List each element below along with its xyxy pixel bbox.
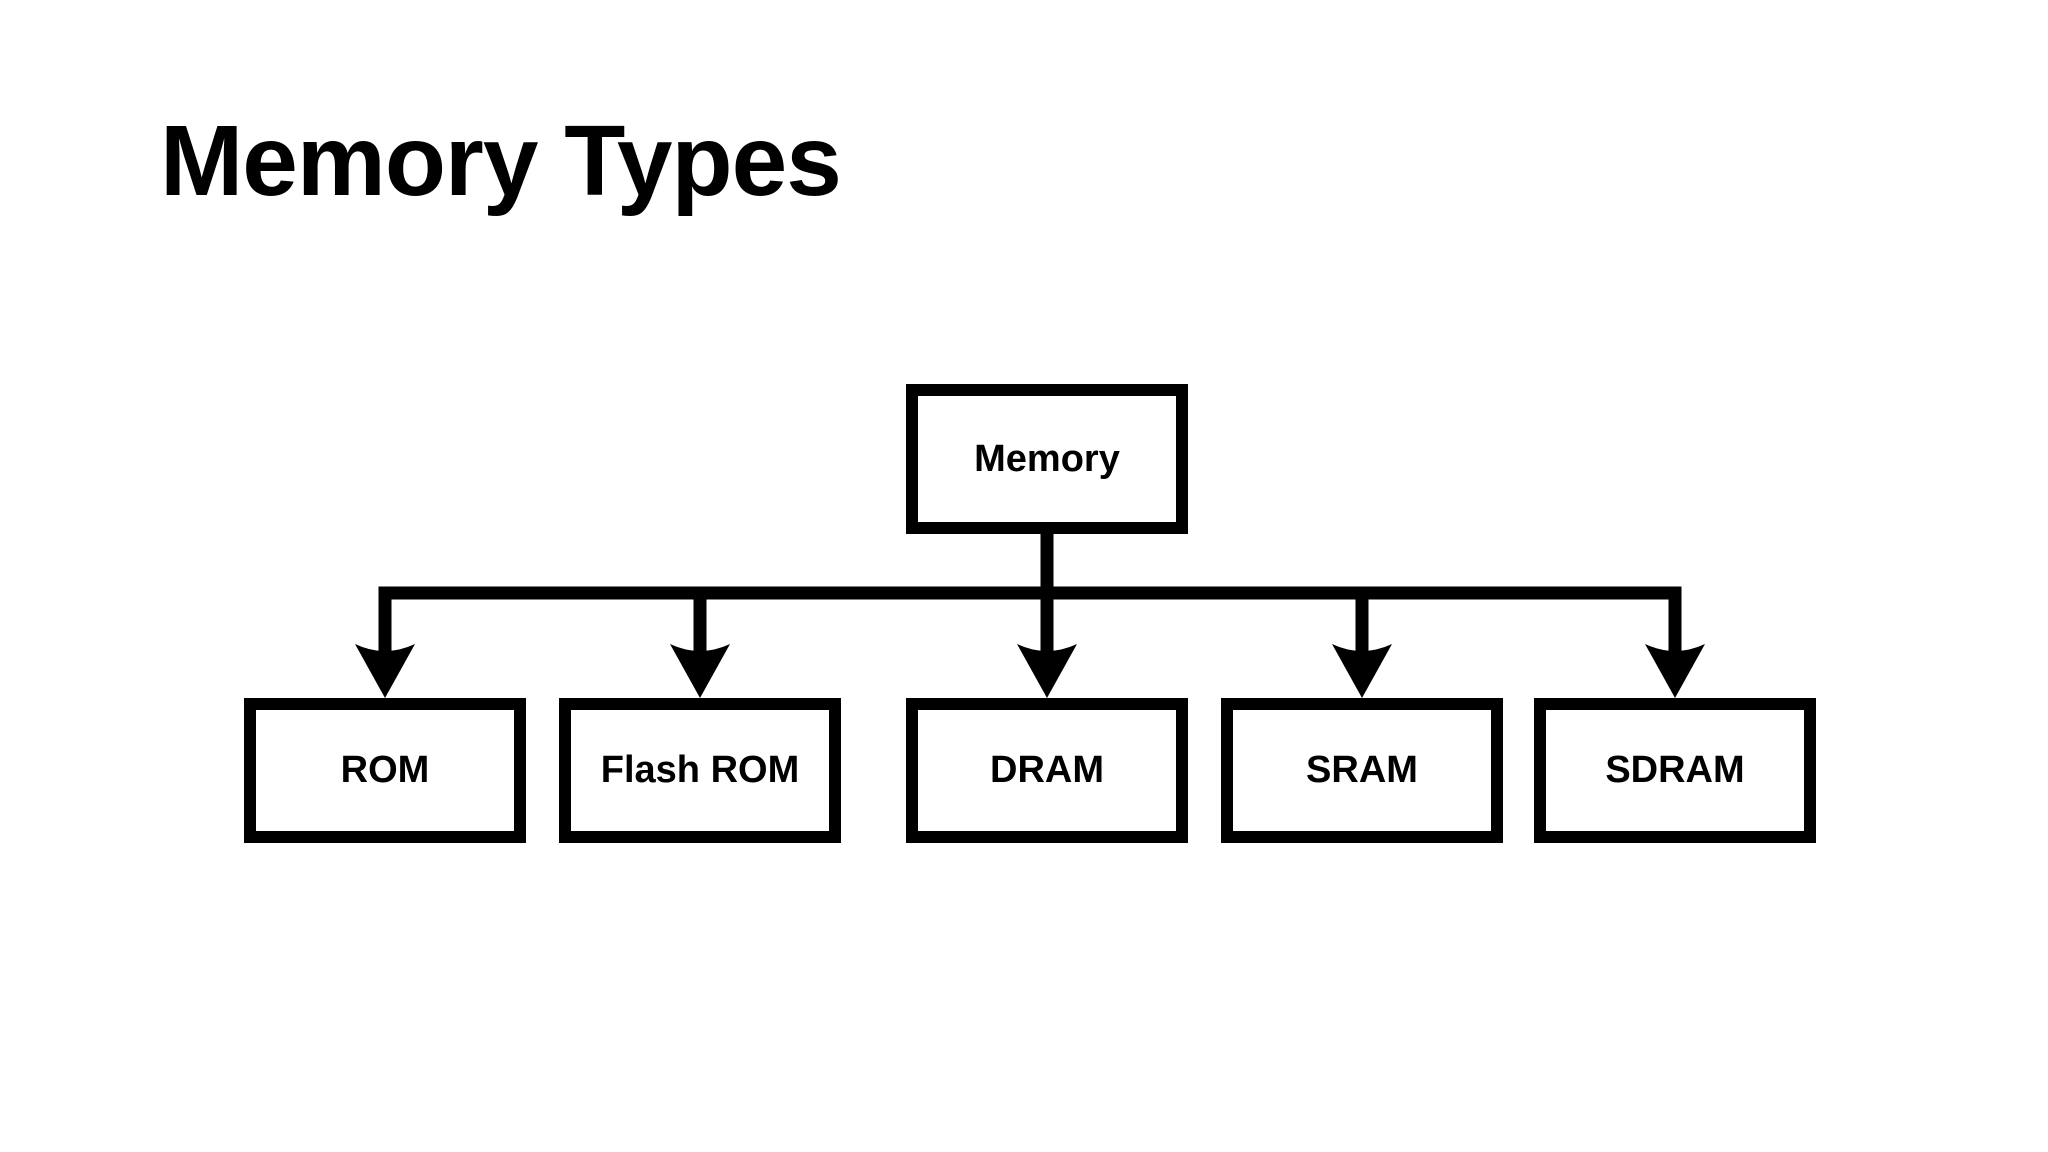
arrow-to-sdram (1645, 593, 1705, 698)
page-title: Memory Types (160, 105, 842, 217)
node-dram: DRAM (906, 698, 1188, 843)
node-memory: Memory (906, 384, 1188, 534)
arrow-to-sram (1332, 593, 1392, 698)
node-flash-rom: Flash ROM (559, 698, 841, 843)
node-dram-label: DRAM (990, 749, 1104, 791)
node-rom-label: ROM (340, 749, 430, 791)
node-sdram: SDRAM (1534, 698, 1816, 843)
node-memory-label: Memory (974, 437, 1120, 480)
node-sram-label: SRAM (1306, 749, 1418, 791)
connector-memory-stub (1040, 528, 1054, 600)
connector-bus-line (378, 586, 1682, 600)
arrow-to-dram (1017, 593, 1077, 698)
arrow-to-rom (355, 593, 415, 698)
node-rom: ROM (244, 698, 526, 843)
arrow-to-flash-rom (670, 593, 730, 698)
node-sram: SRAM (1221, 698, 1503, 843)
node-flash-rom-label: Flash ROM (600, 749, 800, 791)
node-sdram-label: SDRAM (1605, 749, 1745, 791)
